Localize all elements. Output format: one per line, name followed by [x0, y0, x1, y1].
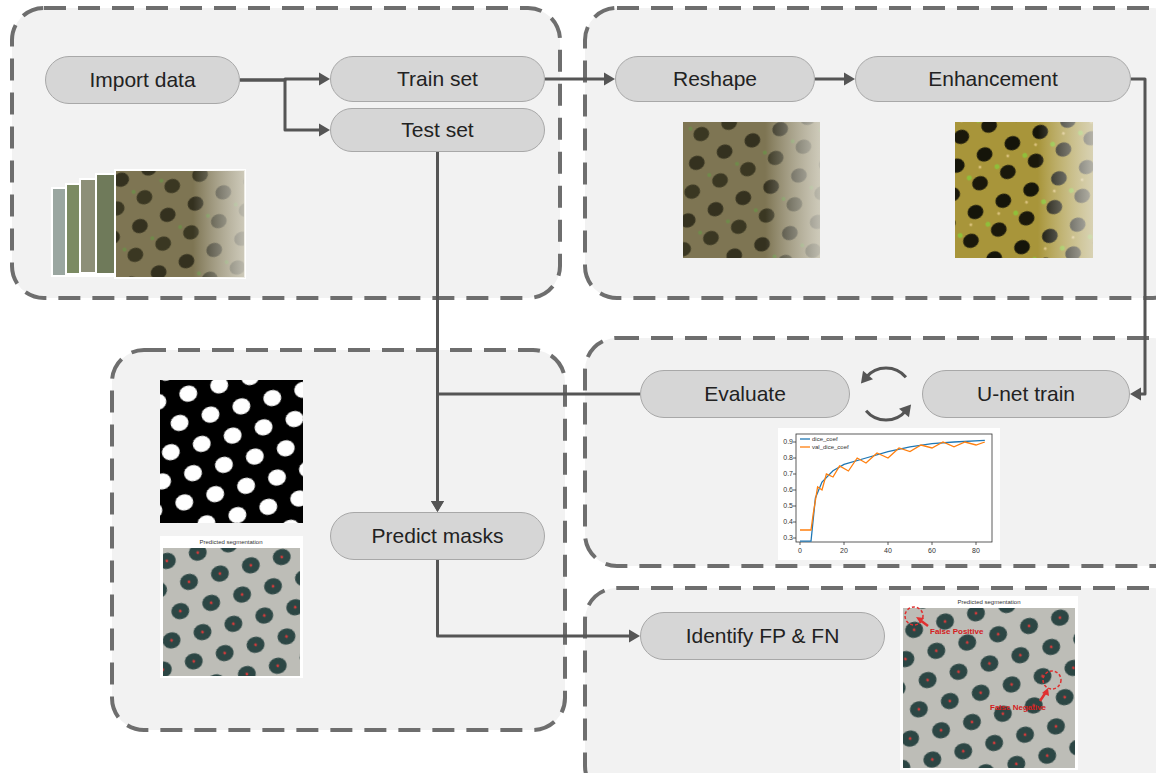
enhanced-photo — [955, 122, 1093, 258]
connector — [861, 368, 911, 420]
process-pill: Test set — [330, 108, 545, 152]
connector-line — [815, 78, 846, 81]
axis-tick: 0.4 — [783, 518, 793, 526]
training-chart — [778, 428, 1000, 560]
arrowhead — [861, 371, 873, 384]
connector — [431, 394, 640, 512]
connector-line — [436, 152, 439, 503]
process-label: Predict masks — [372, 524, 504, 548]
axis-tick: 0.6 — [783, 486, 793, 494]
connector — [815, 73, 855, 86]
connector — [240, 80, 330, 137]
aerial-photo — [683, 122, 820, 258]
axis-tick: 0.3 — [783, 534, 793, 542]
axis-tick: 60 — [928, 547, 936, 555]
axis-tick: 0.5 — [783, 502, 793, 510]
process-label: Identify FP & FN — [686, 624, 840, 648]
process-pill: Predict masks — [330, 512, 545, 560]
process-label: U-net train — [977, 382, 1075, 406]
image-annotation: Predicted segmentation — [957, 599, 1020, 606]
process-pill: Identify FP & FN — [640, 612, 885, 660]
process-pill: Enhancement — [855, 56, 1131, 102]
axis-tick: 0.8 — [783, 454, 793, 462]
legend-entry: dice_coef — [812, 436, 838, 443]
axis-tick: 40 — [884, 547, 892, 555]
legend-entry: val_dice_coef — [812, 444, 849, 451]
image-stack — [52, 170, 245, 278]
axis-tick: 0.9 — [783, 438, 793, 446]
segmentation-image — [160, 536, 303, 678]
process-pill: Import data — [45, 56, 240, 104]
connector-line — [1131, 79, 1145, 394]
process-pill: Reshape — [615, 56, 815, 102]
process-pill: Train set — [330, 56, 545, 102]
connector-line — [545, 78, 606, 81]
cycle-arc — [866, 411, 906, 420]
arrowhead — [1130, 388, 1141, 401]
image-annotation: False Positive — [930, 628, 983, 637]
arrowhead — [431, 501, 444, 512]
process-label: Enhancement — [928, 67, 1058, 91]
connector — [545, 73, 615, 86]
connector-line — [438, 560, 632, 636]
cycle-arc — [866, 368, 906, 377]
axis-tick: 80 — [972, 547, 980, 555]
arrowhead — [604, 73, 615, 86]
connector-line — [240, 80, 321, 130]
arrowhead — [899, 405, 911, 418]
image-annotation: Predicted segmentation — [199, 539, 262, 546]
dashed-panel — [12, 8, 1156, 773]
axis-tick: 20 — [840, 547, 848, 555]
axis-tick: 0 — [798, 547, 802, 555]
arrowhead — [431, 501, 444, 512]
axis-tick: 0.7 — [783, 470, 793, 478]
process-pill: Evaluate — [640, 370, 850, 418]
connector — [438, 560, 641, 643]
arrowhead — [629, 630, 640, 643]
mask-image — [160, 380, 303, 523]
connector — [431, 152, 444, 512]
arrowhead — [319, 73, 330, 86]
process-label: Import data — [89, 68, 195, 92]
image-annotation: False Negative — [990, 704, 1046, 713]
process-label: Test set — [401, 118, 473, 142]
process-label: Evaluate — [704, 382, 786, 406]
process-label: Reshape — [673, 67, 757, 91]
arrowhead — [844, 73, 855, 86]
legend-line — [800, 446, 810, 447]
legend-line — [800, 438, 810, 439]
process-pill: U-net train — [922, 370, 1130, 418]
arrowhead — [319, 124, 330, 137]
process-label: Train set — [397, 67, 478, 91]
connector — [1130, 79, 1145, 401]
fp-fn-image — [900, 596, 1078, 770]
connector-line — [438, 394, 641, 503]
